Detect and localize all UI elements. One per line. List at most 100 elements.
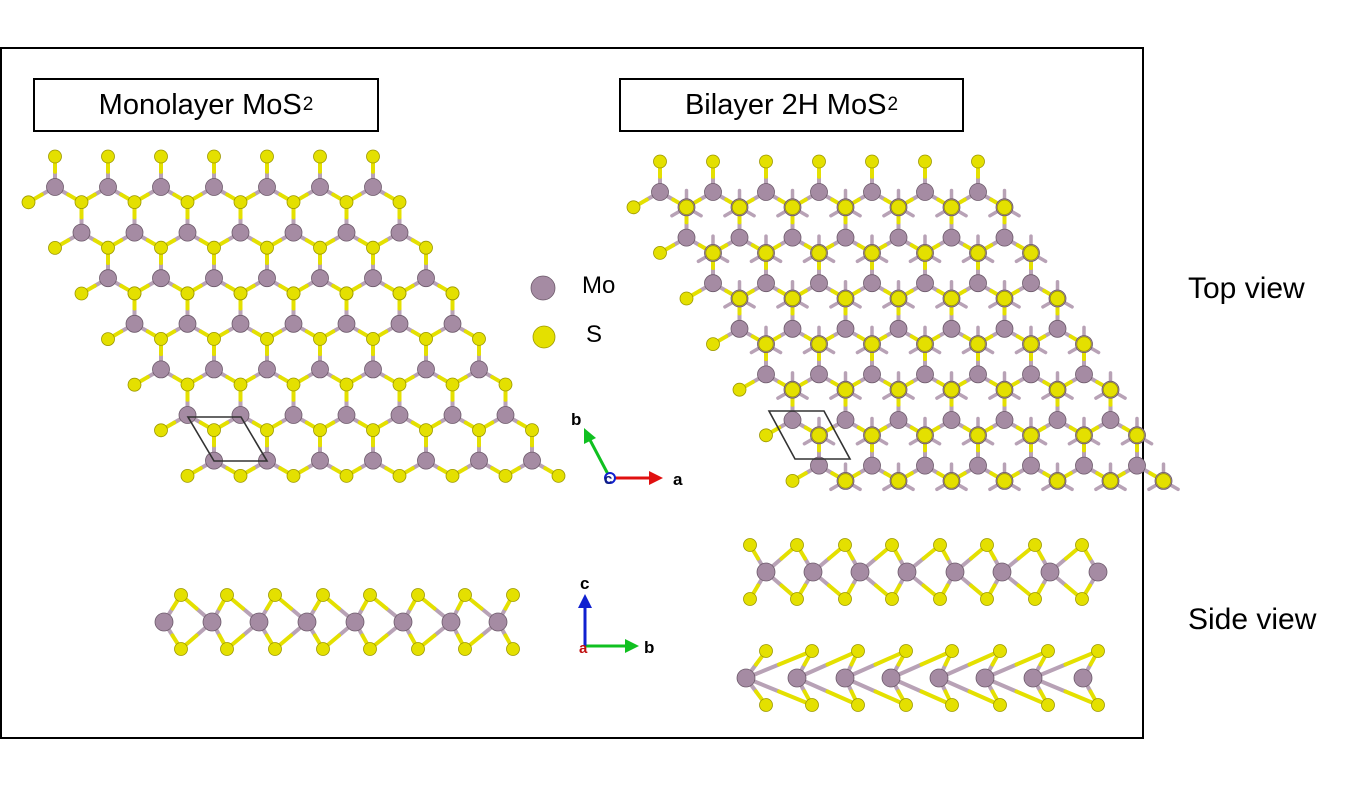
s-atom [525, 423, 539, 438]
s-atom [705, 245, 721, 261]
s-atom [918, 154, 932, 169]
mo-atom [364, 269, 382, 288]
s-atom [154, 331, 168, 346]
s-atom [759, 428, 773, 443]
s-atom [339, 286, 354, 301]
s-atom [48, 149, 62, 164]
s-atom [339, 195, 354, 210]
s-atom [101, 332, 115, 347]
mo-atom [337, 223, 356, 242]
s-atom [970, 336, 986, 352]
s-atom [366, 149, 380, 164]
s-atom [498, 468, 513, 483]
s-atom [917, 427, 933, 443]
s-atom [313, 423, 327, 438]
mo-atom [258, 360, 276, 379]
mo-atom [496, 406, 515, 424]
mo-atom [916, 183, 934, 201]
s-atom [154, 240, 168, 255]
bilayer-title-text: Bilayer 2H MoS [684, 88, 887, 121]
mo-atom [125, 314, 144, 333]
s-atom [286, 286, 301, 301]
mo-atom [850, 562, 870, 582]
mo-atom [205, 269, 223, 288]
s-atom [943, 290, 960, 307]
mo-atom [929, 668, 949, 688]
mo-atom [390, 314, 409, 333]
s-atom [339, 377, 354, 392]
s-atom [21, 195, 36, 210]
s-atom [837, 290, 854, 307]
s-atom [74, 286, 89, 301]
mo-atom [152, 360, 170, 379]
s-atom [784, 199, 801, 215]
s-atom [838, 538, 852, 552]
s-atom [260, 331, 274, 346]
mo-atom [202, 612, 222, 632]
s-atom [890, 290, 907, 307]
s-atom [993, 698, 1007, 712]
s-atom [366, 240, 380, 255]
mo-atom [311, 269, 329, 288]
mo-atom [783, 319, 802, 338]
s-atom [458, 588, 472, 602]
s-atom [890, 199, 907, 215]
mo-atom [1022, 274, 1040, 293]
mo-atom [945, 562, 965, 582]
s-atom [127, 286, 142, 301]
s-atom [917, 245, 933, 261]
mo-atom [756, 562, 776, 582]
s-atom [943, 382, 960, 398]
mo-atom [995, 228, 1014, 247]
mo-atom [783, 411, 802, 429]
s-atom [933, 538, 947, 552]
mo-atom [836, 411, 855, 429]
mo-atom [46, 178, 64, 196]
s-atom [1049, 290, 1066, 307]
mo-atom [942, 411, 961, 429]
s-atom [851, 644, 865, 658]
s-atom [851, 698, 865, 712]
s-legend-icon [532, 325, 556, 349]
s-atom [811, 427, 827, 443]
mo-atom [99, 178, 117, 196]
s-atom [220, 642, 234, 656]
s-atom [790, 538, 804, 552]
s-atom [679, 291, 694, 306]
s-atom [980, 538, 994, 552]
mo-atom [125, 223, 144, 242]
s-atom [980, 592, 994, 606]
s-atom [1028, 592, 1042, 606]
mo-atom [284, 314, 303, 333]
s-atom [1075, 592, 1089, 606]
side-axis-y-label: c [580, 574, 589, 593]
mo-atom [364, 451, 382, 470]
mo-atom [1023, 668, 1043, 688]
s-atom [207, 240, 221, 255]
s-atom [759, 698, 773, 712]
bilayer-side-view [736, 538, 1108, 712]
mo-atom [969, 456, 987, 475]
mo-atom [995, 319, 1014, 338]
s-atom [758, 245, 774, 261]
mo-atom [284, 223, 303, 242]
s-atom [445, 468, 460, 483]
mo-atom [1022, 365, 1040, 384]
s-atom [731, 290, 748, 307]
s-atom [411, 588, 425, 602]
s-atom [890, 473, 907, 489]
s-atom [945, 698, 959, 712]
s-atom [498, 377, 513, 392]
mo-atom [345, 612, 365, 632]
side-axis-x-label: b [644, 638, 654, 657]
unit-cell-outline [186, 416, 269, 462]
s-atom [812, 154, 826, 169]
mo-atom [1048, 411, 1067, 429]
mo-atom [390, 223, 409, 242]
s-atom [1155, 473, 1172, 489]
side-axes-indicator: b c a [578, 574, 654, 657]
top-view-label: Top view [1188, 272, 1305, 305]
mo-atom [969, 183, 987, 201]
